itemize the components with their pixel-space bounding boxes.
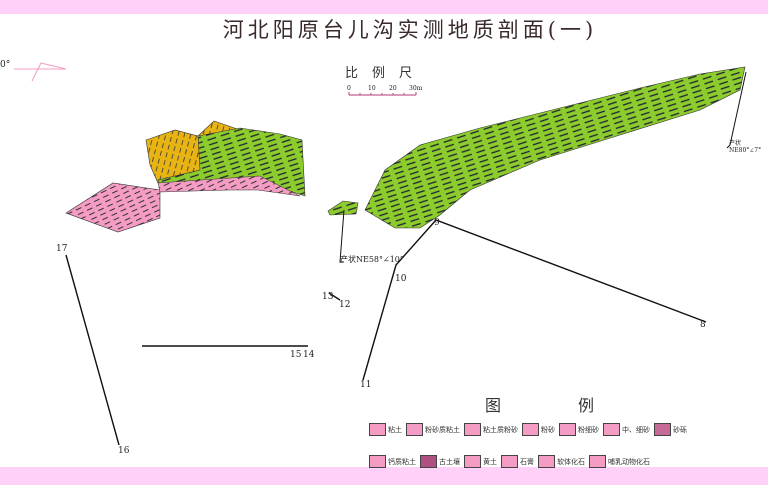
point-label: 15 xyxy=(290,350,302,360)
legend-row-1: 粘土 粉砂质粘土 粘土质粉砂 粉砂 粉细砂 中、细砂 砂砾 xyxy=(369,423,687,436)
gypsum-swatch xyxy=(501,455,518,468)
legend-item: 钙质粘土 xyxy=(369,455,416,468)
point-label: 12 xyxy=(339,300,351,310)
point-label: 14 xyxy=(303,350,315,360)
orientation-arrow xyxy=(14,62,67,82)
point-label: 11 xyxy=(360,380,372,390)
pink-strata-left xyxy=(65,182,161,233)
attitude-label: 产状NE58°∠10° xyxy=(340,255,404,264)
green-strata-right xyxy=(364,66,746,229)
scale-tick: 20 xyxy=(389,85,397,92)
point-label: 16 xyxy=(118,446,130,456)
legend-item: 粘土质粉砂 xyxy=(464,423,518,436)
medium-sand-swatch xyxy=(603,423,620,436)
point-label: 17 xyxy=(56,244,68,254)
clayey-silt-swatch xyxy=(464,423,481,436)
mollusk-fossil-swatch xyxy=(538,455,555,468)
point-label: 9 xyxy=(434,218,440,228)
point-label: 13 xyxy=(322,292,334,302)
point-label: 8 xyxy=(700,320,706,330)
legend-item: 黄土 xyxy=(464,455,497,468)
scale-title: 比例尺 xyxy=(345,66,427,81)
legend-item: 哺乳动物化石 xyxy=(589,455,650,468)
legend-item: 石膏 xyxy=(501,455,534,468)
point-label: 10 xyxy=(395,274,407,284)
legend-title-1: 图 xyxy=(485,396,502,415)
orientation-label: 0° xyxy=(0,60,11,70)
legend-row-2: 钙质粘土 古土壤 黄土 石膏 软体化石 哺乳动物化石 xyxy=(369,455,650,468)
scale-tick: 10 xyxy=(368,85,376,92)
legend-item: 砂砾 xyxy=(654,423,687,436)
calcareous-clay-swatch xyxy=(369,455,386,468)
clay-swatch xyxy=(369,423,386,436)
legend-item: 粉砂 xyxy=(522,423,555,436)
silty-clay-swatch xyxy=(406,423,423,436)
attitude-label: 产状NE80°∠7° xyxy=(729,140,762,154)
fine-sand-swatch xyxy=(559,423,576,436)
legend-item: 粘土 xyxy=(369,423,402,436)
bottom-band xyxy=(0,467,768,485)
pink-strata-mid xyxy=(157,175,301,197)
scale-bar xyxy=(348,92,417,96)
legend-title-2: 例 xyxy=(578,396,595,415)
legend-item: 粉细砂 xyxy=(559,423,599,436)
loess-swatch xyxy=(464,455,481,468)
silt-swatch xyxy=(522,423,539,436)
mammal-fossil-swatch xyxy=(589,455,606,468)
traverse-lines xyxy=(65,71,747,446)
legend-item: 软体化石 xyxy=(538,455,585,468)
small-green-block xyxy=(327,200,359,216)
scale-tick: 0 xyxy=(347,85,351,92)
legend-item: 中、细砂 xyxy=(603,423,650,436)
legend-item: 古土壤 xyxy=(420,455,460,468)
gravel-swatch xyxy=(654,423,671,436)
top-band xyxy=(0,0,768,14)
scale-tick: 30m xyxy=(409,85,423,92)
page-title: 河北阳原台儿沟实测地质剖面(一) xyxy=(222,18,598,42)
legend-item: 粉砂质粘土 xyxy=(406,423,460,436)
paleosol-swatch xyxy=(420,455,437,468)
